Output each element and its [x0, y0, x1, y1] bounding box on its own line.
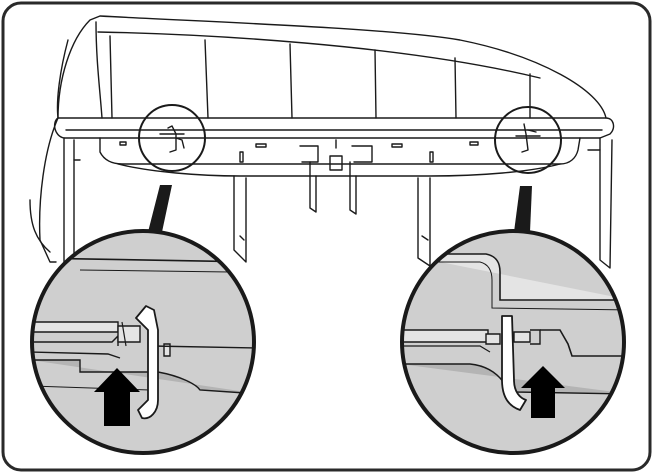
callout-source-left [138, 104, 206, 172]
callout-pointer-right [514, 186, 532, 232]
callout-pointer-left [148, 185, 172, 232]
arrow-up-icon [94, 368, 140, 426]
zoom-detail-left [30, 229, 256, 455]
zoom-detail-right [400, 229, 626, 455]
unit-body [29, 15, 615, 271]
callout-source-right [494, 106, 562, 174]
arrow-up-icon [521, 366, 565, 418]
